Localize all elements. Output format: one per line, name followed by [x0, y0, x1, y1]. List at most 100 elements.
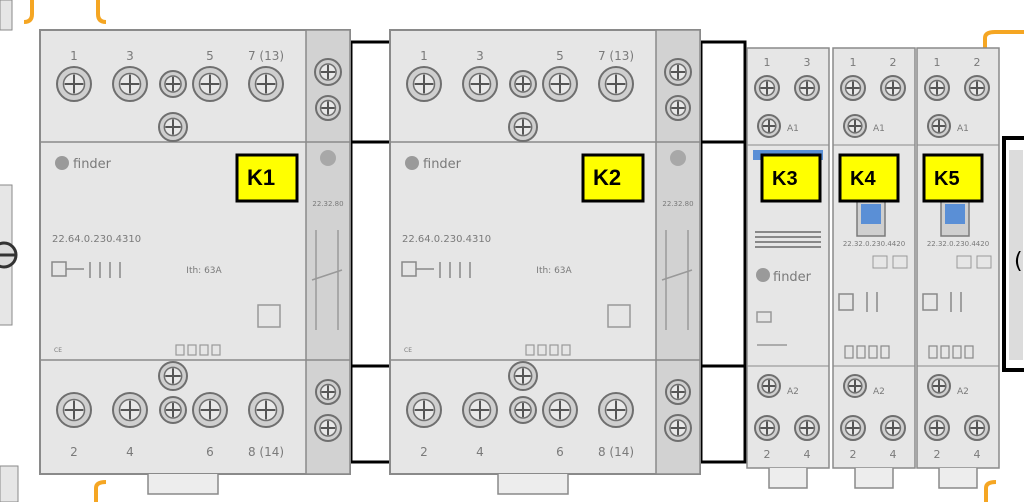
- terminal-screw-icon: [509, 396, 537, 424]
- terminal-screw-icon: [112, 66, 148, 102]
- status-window: [928, 345, 938, 359]
- bottom-terminal-label: 2: [934, 448, 941, 461]
- bottom-terminal-label: 4: [974, 448, 981, 461]
- wire-bottom-mid: [94, 480, 107, 502]
- module-housing: [916, 47, 1000, 469]
- terminal-screw-icon: [754, 75, 780, 101]
- module-housing: [832, 47, 916, 469]
- indicator-icon: [320, 150, 336, 166]
- top-terminal-label: 7 (13): [248, 49, 284, 63]
- terminal-screw-icon: [159, 396, 187, 424]
- terminal-screw-icon: [56, 392, 92, 428]
- label-window: [892, 255, 908, 269]
- device-label-text: K4: [850, 168, 876, 190]
- din-clip: [147, 474, 219, 495]
- wire-top-right: [983, 30, 1024, 48]
- separator-frames: [349, 40, 747, 464]
- separator-1: [349, 40, 393, 464]
- coil-screw-icon: [927, 374, 951, 398]
- status-window: [199, 344, 209, 356]
- device-label-text: K1: [247, 165, 275, 190]
- footer-mark: CE: [54, 347, 62, 354]
- aux-screw-icon: [314, 414, 342, 442]
- terminal-screw-icon: [192, 66, 228, 102]
- label-window: [976, 255, 992, 269]
- brand-name: finder: [423, 157, 462, 172]
- device-label-k1: K1: [235, 153, 299, 203]
- coil-screw-icon: [843, 374, 867, 398]
- brand-logo-icon: [405, 156, 419, 170]
- terminal-screw-icon: [840, 415, 866, 441]
- bottom-terminal-label: 8 (14): [598, 445, 634, 459]
- model-number: 22.32.0.230.4420: [843, 240, 905, 248]
- status-window: [211, 344, 221, 356]
- aux-screw-icon: [314, 58, 342, 86]
- aux-screw-icon: [315, 95, 341, 121]
- device-label-k2: K2: [581, 153, 645, 203]
- aux-screw-icon: [315, 379, 341, 405]
- device-label-text: K2: [593, 165, 621, 190]
- top-terminal-label: 1: [764, 56, 771, 69]
- model-number: 22.32.0.230.4420: [927, 240, 989, 248]
- terminal-screw-icon: [158, 112, 188, 142]
- terminal-screw-icon: [192, 392, 228, 428]
- module-housing: [389, 29, 701, 475]
- top-terminal-label: 2: [890, 56, 897, 69]
- device-label-k3: K3: [760, 153, 822, 203]
- label-window: [607, 304, 631, 328]
- status-window: [187, 344, 197, 356]
- coil-a1-text: A1: [957, 124, 969, 134]
- module-housing: [39, 29, 351, 475]
- top-terminal-label: 3: [804, 56, 811, 69]
- top-terminal-label: 1: [420, 49, 428, 63]
- bottom-terminal-label: 4: [890, 448, 897, 461]
- coil-screw-icon: [843, 114, 867, 138]
- aux-model-text: 22.32.80: [312, 200, 343, 208]
- brand-logo-icon: [756, 268, 770, 282]
- terminal-screw-icon: [924, 75, 950, 101]
- bottom-terminal-label: 2: [850, 448, 857, 461]
- terminal-screw-icon: [754, 415, 780, 441]
- coil-contact-symbol: [922, 292, 962, 312]
- terminal-screw-icon: [406, 66, 442, 102]
- status-window: [880, 345, 890, 359]
- model-number: 22.64.0.230.4310: [402, 234, 491, 245]
- coil-a2-text: A2: [957, 387, 969, 397]
- bottom-terminal-label: 8 (14): [248, 445, 284, 459]
- coil-a1-text: A1: [873, 124, 885, 134]
- device-label-k5: K5: [922, 153, 984, 203]
- status-window: [964, 345, 974, 359]
- terminal-screw-icon: [880, 75, 906, 101]
- device-label-text: K3: [772, 168, 798, 190]
- top-terminal-label: 5: [556, 49, 564, 63]
- label-box: [922, 153, 984, 203]
- status-window: [561, 344, 571, 356]
- label-window: [956, 255, 972, 269]
- terminal-screw-icon: [880, 415, 906, 441]
- status-window: [940, 345, 950, 359]
- knob-blue-icon: [861, 204, 881, 224]
- coil-a1-text: A1: [787, 124, 799, 134]
- terminal-screw-icon: [462, 66, 498, 102]
- terminal-screw-icon: [964, 75, 990, 101]
- status-window: [952, 345, 962, 359]
- bottom-terminal-label: 2: [764, 448, 771, 461]
- bottom-terminal-label: 6: [206, 445, 214, 459]
- left-partial-device: [0, 0, 19, 502]
- coil-contact-symbol: [401, 261, 471, 278]
- terminal-screw-icon: [794, 75, 820, 101]
- din-clip: [497, 474, 569, 495]
- separator-2: [699, 40, 747, 464]
- terminal-screw-icon: [598, 66, 634, 102]
- coil-screw-icon: [757, 374, 781, 398]
- brand-logo-icon: [55, 156, 69, 170]
- terminal-screw-icon: [56, 66, 92, 102]
- bottom-terminal-label: 4: [126, 445, 134, 459]
- svg-text:(: (: [1014, 249, 1023, 274]
- terminal-screw-icon: [508, 361, 538, 391]
- right-edge-terminal: (: [1002, 136, 1024, 372]
- aux-screw-icon: [665, 379, 691, 405]
- terminal-screw-icon: [542, 392, 578, 428]
